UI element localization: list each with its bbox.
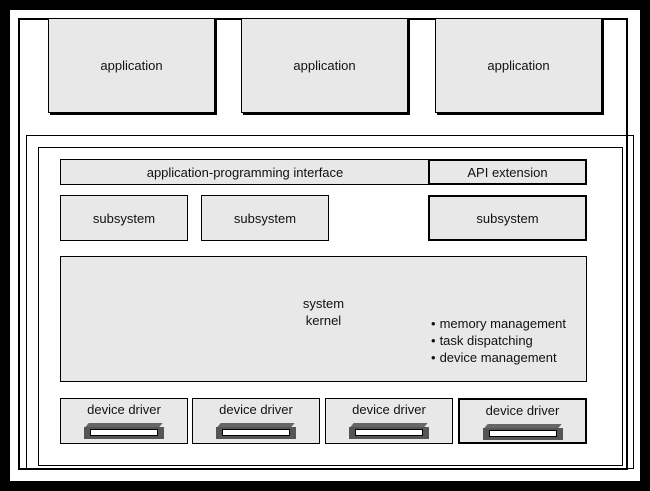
- device-driver-label-4: device driver: [485, 403, 560, 418]
- device-driver-box-2: device driver: [192, 398, 320, 444]
- os-inner-frame: [38, 147, 623, 466]
- disk-drive-icon: [349, 423, 429, 439]
- application-label-3: application: [487, 58, 550, 73]
- diagram-canvas: application application application appl…: [10, 10, 640, 481]
- disk-drive-icon: [216, 423, 296, 439]
- device-driver-box-3: device driver: [325, 398, 453, 444]
- application-box-3: application: [435, 18, 602, 113]
- system-kernel-label: system kernel: [61, 295, 586, 329]
- device-driver-label-2: device driver: [219, 402, 293, 417]
- subsystem-box-2: subsystem: [201, 195, 329, 241]
- os-frame: [26, 135, 634, 469]
- subsystem-label-1: subsystem: [92, 210, 156, 226]
- disk-drive-icon: [84, 423, 164, 439]
- subsystem-box-3: subsystem: [428, 195, 587, 241]
- kernel-feature-list: memory management task dispatching devic…: [431, 315, 566, 366]
- api-box: application-programming interface: [60, 159, 430, 185]
- device-driver-box-4: device driver: [458, 398, 587, 444]
- kernel-feature-task: task dispatching: [431, 332, 566, 349]
- subsystem-label-2: subsystem: [233, 210, 297, 226]
- kernel-feature-memory: memory management: [431, 315, 566, 332]
- kernel-line-1: system: [302, 296, 345, 311]
- application-label-1: application: [100, 58, 163, 73]
- disk-drive-icon: [482, 424, 563, 440]
- kernel-line-2: kernel: [305, 313, 342, 328]
- device-driver-box-1: device driver: [60, 398, 188, 444]
- system-kernel-box: system kernel memory management task dis…: [60, 256, 587, 382]
- device-driver-label-1: device driver: [87, 402, 161, 417]
- application-box-1: application: [48, 18, 215, 113]
- device-driver-label-3: device driver: [352, 402, 426, 417]
- application-label-2: application: [293, 58, 356, 73]
- subsystem-label-3: subsystem: [476, 210, 539, 226]
- application-box-2: application: [241, 18, 408, 113]
- api-extension-box: API extension: [428, 159, 587, 185]
- api-extension-label: API extension: [467, 164, 548, 180]
- subsystem-box-1: subsystem: [60, 195, 188, 241]
- api-label: application-programming interface: [146, 164, 344, 180]
- kernel-feature-device: device management: [431, 349, 566, 366]
